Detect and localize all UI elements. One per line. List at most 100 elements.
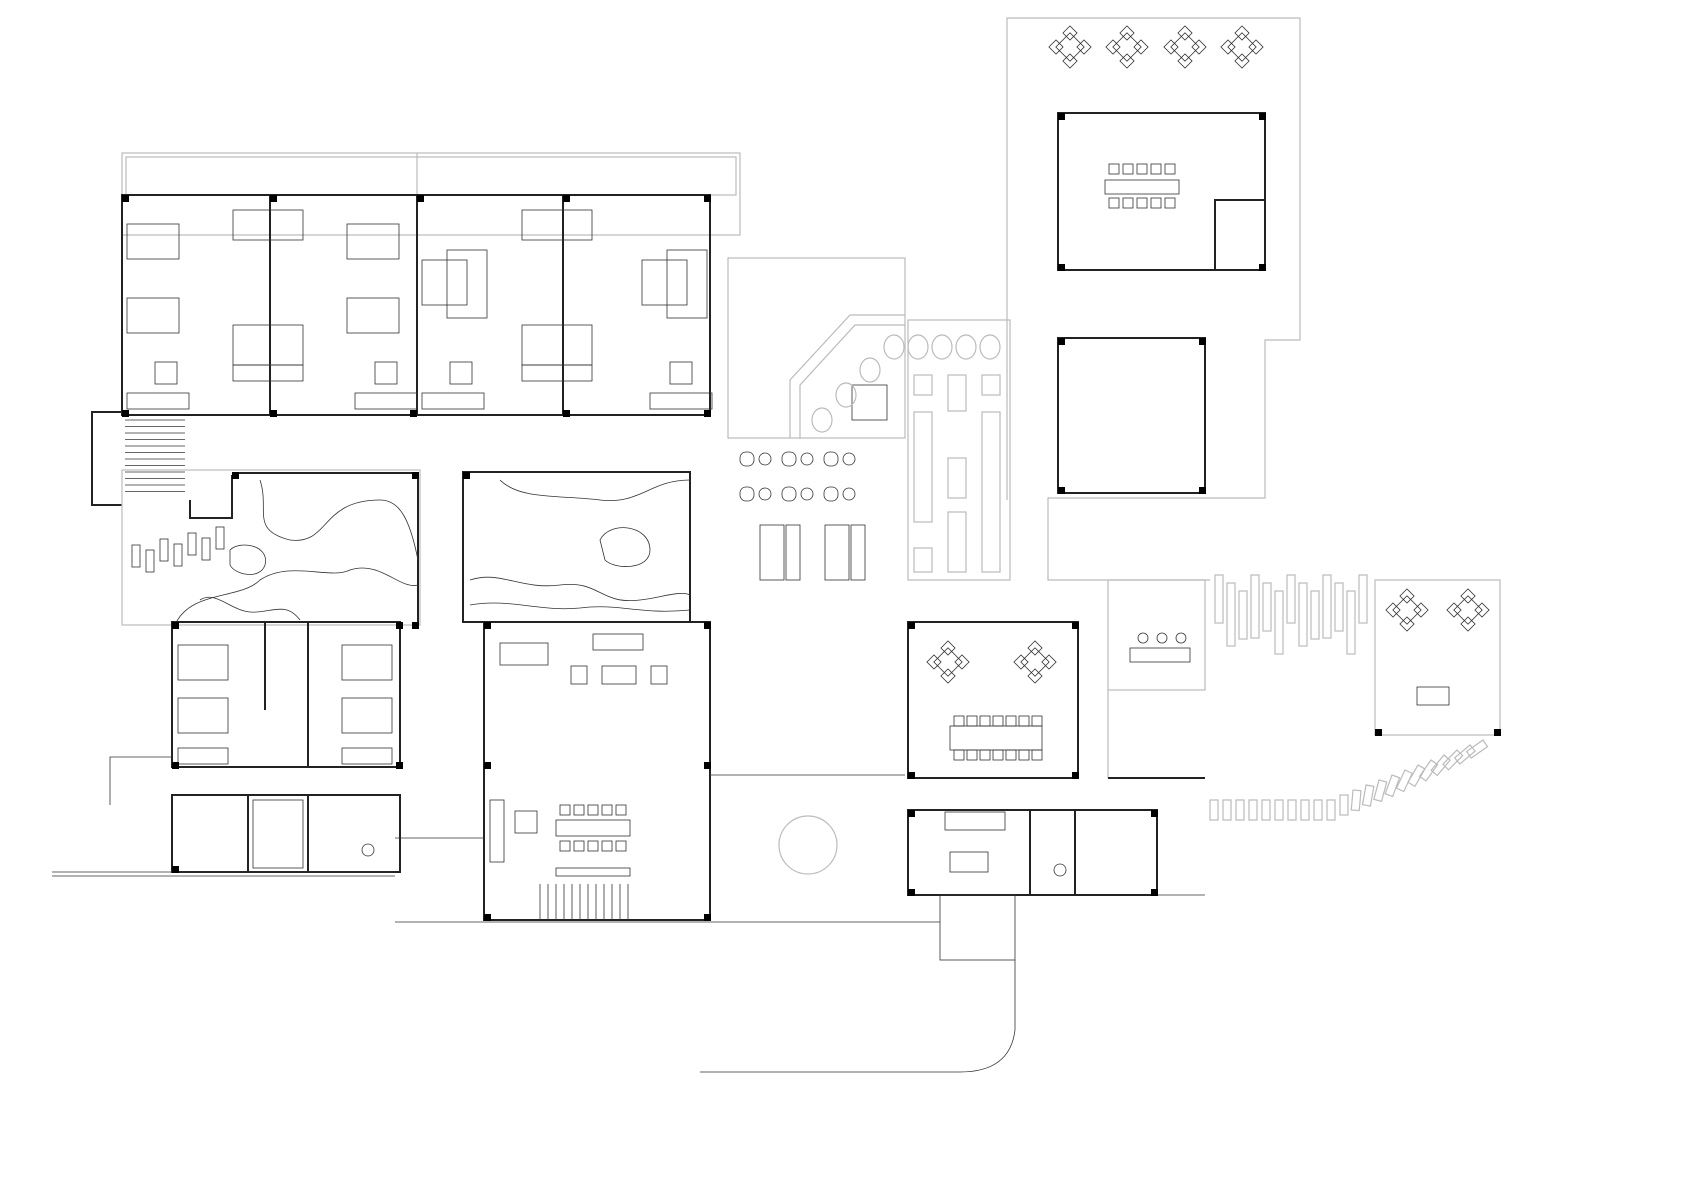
column: [417, 195, 424, 202]
column: [563, 410, 570, 417]
bed: [346, 223, 400, 260]
bench: [850, 524, 866, 581]
stepping-stone: [1313, 799, 1323, 821]
bathroom: [521, 324, 593, 366]
stepping-stone: [1238, 590, 1248, 640]
chair: [559, 840, 571, 852]
chair: [823, 451, 839, 467]
chair: [1164, 197, 1176, 209]
stepping-stone: [1465, 739, 1489, 759]
lobby: [483, 621, 711, 921]
stepping-stone: [1453, 744, 1476, 765]
chair: [1234, 53, 1250, 69]
sofa: [354, 392, 418, 410]
chair: [1105, 39, 1121, 55]
table: [800, 487, 814, 501]
column: [1375, 729, 1382, 736]
column: [1058, 487, 1065, 494]
stepping-stone: [1430, 754, 1451, 777]
chair: [1399, 616, 1415, 632]
column: [704, 195, 711, 202]
column: [1058, 264, 1065, 271]
chair: [1177, 25, 1193, 41]
column: [563, 195, 570, 202]
column: [1072, 622, 1079, 629]
stepping-stone: [1250, 574, 1260, 639]
chair: [954, 654, 970, 670]
chair: [1062, 25, 1078, 41]
column: [908, 622, 915, 629]
sofa: [649, 392, 713, 410]
stepping-stone: [1418, 759, 1439, 782]
stepping-stone: [1326, 799, 1336, 821]
stepping-stone: [201, 537, 211, 561]
courtyard-right: [462, 471, 691, 623]
stepping-stone: [1358, 574, 1368, 624]
chair: [1177, 53, 1193, 69]
chair: [1474, 602, 1490, 618]
chair: [1163, 39, 1179, 55]
terrace-pavilion: [1374, 579, 1501, 736]
stepping-stone: [1300, 799, 1310, 821]
column: [484, 622, 491, 629]
chair: [940, 668, 956, 684]
column: [172, 622, 179, 629]
chair: [979, 749, 991, 761]
meeting-pavilion: [926, 17, 1490, 761]
column: [270, 195, 277, 202]
stair-left: [91, 411, 233, 519]
chair: [1076, 39, 1092, 55]
chair: [559, 804, 571, 816]
column: [1494, 729, 1501, 736]
stepping-stone: [1274, 799, 1284, 821]
chair: [992, 715, 1004, 727]
sofa: [421, 392, 485, 410]
chair: [1018, 749, 1030, 761]
service-rooms: [52, 756, 401, 877]
chair: [1460, 616, 1476, 632]
column: [396, 762, 403, 769]
chair: [615, 840, 627, 852]
stepping-stone: [173, 543, 183, 567]
stepping-stones: [1209, 574, 1489, 821]
planter-area: [907, 319, 1011, 581]
dining-room: [907, 621, 1079, 779]
stepping-stone: [1226, 582, 1236, 647]
column: [704, 762, 711, 769]
stepping-stone: [1209, 799, 1219, 821]
outdoor-dining: [739, 451, 866, 581]
stepping-stone: [1214, 574, 1224, 624]
column: [122, 195, 129, 202]
chair: [1399, 588, 1415, 604]
column: [1199, 338, 1206, 345]
stepping-stone: [1286, 574, 1296, 624]
chair: [1150, 163, 1162, 175]
table: [449, 361, 473, 385]
rug: [446, 249, 488, 319]
stepping-stone: [215, 526, 225, 550]
column: [463, 472, 470, 479]
chair: [953, 749, 965, 761]
chair: [1031, 715, 1043, 727]
table: [374, 361, 398, 385]
column: [172, 866, 179, 873]
patio-table: [1112, 32, 1142, 62]
stepping-stone: [145, 549, 155, 573]
chair: [1133, 39, 1149, 55]
chair: [1122, 197, 1134, 209]
chair: [1385, 602, 1401, 618]
chair: [601, 804, 613, 816]
patio-table: [1392, 595, 1422, 625]
chair: [615, 804, 627, 816]
stepping-stone: [159, 538, 169, 562]
stepping-stone: [1287, 799, 1297, 821]
chair: [1234, 25, 1250, 41]
column: [410, 410, 417, 417]
column: [1058, 113, 1065, 120]
garden-oval: [979, 334, 1001, 360]
garden-plot: [727, 257, 1001, 439]
chair: [823, 486, 839, 502]
column: [172, 762, 179, 769]
chair: [1119, 53, 1135, 69]
